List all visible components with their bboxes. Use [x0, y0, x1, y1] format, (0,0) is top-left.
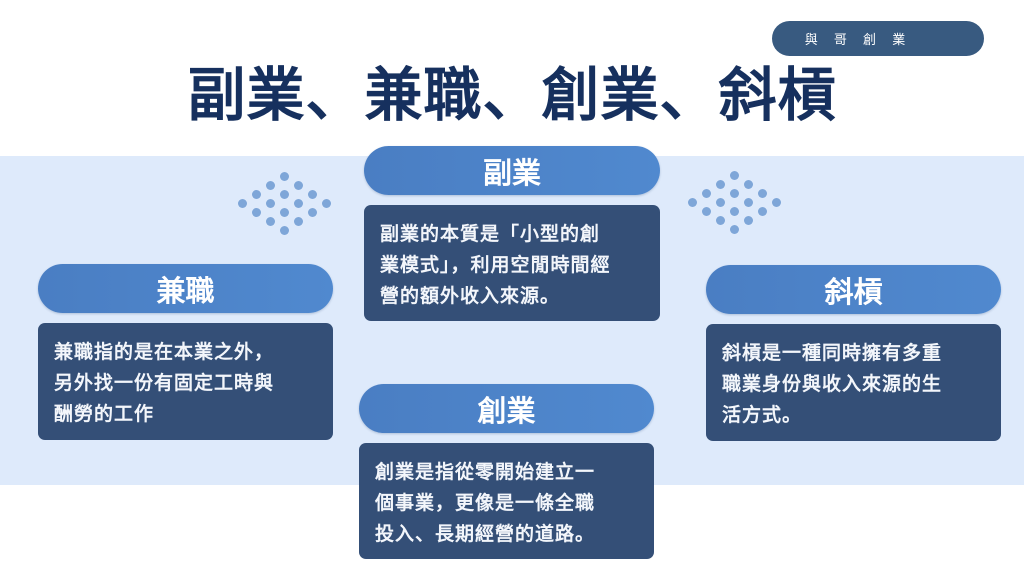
card-slash-career: 斜槓 斜槓是一種同時擁有多重 職業身份與收入來源的生 活方式。 [706, 265, 1001, 441]
card-side-hustle: 副業 副業的本質是「小型的創 業模式」，利用空閒時間經 營的額外收入來源。 [364, 146, 660, 322]
desc-line: 兼職指的是在本業之外， [54, 341, 275, 363]
dot-icon [744, 216, 753, 225]
desc-line: 營的額外收入來源。 [380, 285, 561, 307]
dot-icon [252, 208, 261, 217]
dot-pattern-left-icon [238, 172, 338, 242]
desc-line: 活方式。 [722, 404, 803, 426]
dot-icon [252, 190, 261, 199]
dot-icon [266, 181, 275, 190]
dot-icon [744, 180, 753, 189]
dot-icon [744, 198, 753, 207]
dot-icon [266, 217, 275, 226]
dot-icon [266, 199, 275, 208]
desc-line: 另外找一份有固定工時與 [54, 372, 275, 394]
desc-line: 個事業，更像是一條全職 [375, 492, 596, 514]
desc-line: 投入、長期經營的道路。 [375, 523, 596, 545]
card-description: 兼職指的是在本業之外， 另外找一份有固定工時與 酬勞的工作 [38, 323, 333, 440]
dot-icon [772, 198, 781, 207]
dot-icon [280, 172, 289, 181]
desc-line: 副業的本質是「小型的創 [380, 223, 601, 245]
card-heading-pill: 兼職 [38, 264, 333, 313]
card-description: 斜槓是一種同時擁有多重 職業身份與收入來源的生 活方式。 [706, 324, 1001, 441]
card-heading-pill: 創業 [359, 384, 654, 433]
card-heading: 兼職 [156, 273, 215, 308]
brand-label: 與 哥 創 業 [804, 33, 912, 48]
dot-icon [688, 198, 697, 207]
card-heading: 斜槓 [824, 274, 883, 309]
dot-icon [730, 171, 739, 180]
dot-pattern-right-icon [688, 171, 788, 241]
dot-icon [730, 225, 739, 234]
dot-icon [716, 198, 725, 207]
dot-icon [322, 199, 331, 208]
dot-icon [280, 208, 289, 217]
dot-icon [758, 207, 767, 216]
dot-icon [716, 180, 725, 189]
card-heading: 創業 [477, 393, 536, 428]
page-title: 副業、兼職、創業、斜槓 [187, 61, 837, 129]
card-part-time: 兼職 兼職指的是在本業之外， 另外找一份有固定工時與 酬勞的工作 [38, 264, 333, 440]
card-heading-pill: 斜槓 [706, 265, 1001, 314]
desc-line: 業模式」，利用空閒時間經 [380, 254, 611, 276]
desc-line: 斜槓是一種同時擁有多重 [722, 342, 943, 364]
dot-icon [294, 199, 303, 208]
card-startup: 創業 創業是指從零開始建立一 個事業，更像是一條全職 投入、長期經營的道路。 [359, 384, 654, 560]
dot-icon [730, 207, 739, 216]
dot-icon [280, 190, 289, 199]
dot-icon [294, 181, 303, 190]
desc-line: 職業身份與收入來源的生 [722, 373, 943, 395]
desc-line: 酬勞的工作 [54, 403, 155, 425]
dot-icon [702, 189, 711, 198]
dot-icon [758, 189, 767, 198]
brand-badge: 與 哥 創 業 [772, 21, 984, 56]
card-heading-pill: 副業 [364, 146, 660, 195]
dot-icon [308, 208, 317, 217]
desc-line: 創業是指從零開始建立一 [375, 461, 596, 483]
dot-icon [280, 226, 289, 235]
dot-icon [294, 217, 303, 226]
dot-icon [730, 189, 739, 198]
dot-icon [702, 207, 711, 216]
card-description: 副業的本質是「小型的創 業模式」，利用空閒時間經 營的額外收入來源。 [364, 205, 660, 321]
card-heading: 副業 [482, 155, 541, 190]
dot-icon [716, 216, 725, 225]
dot-icon [308, 190, 317, 199]
card-description: 創業是指從零開始建立一 個事業，更像是一條全職 投入、長期經營的道路。 [359, 443, 654, 559]
dot-icon [238, 199, 247, 208]
